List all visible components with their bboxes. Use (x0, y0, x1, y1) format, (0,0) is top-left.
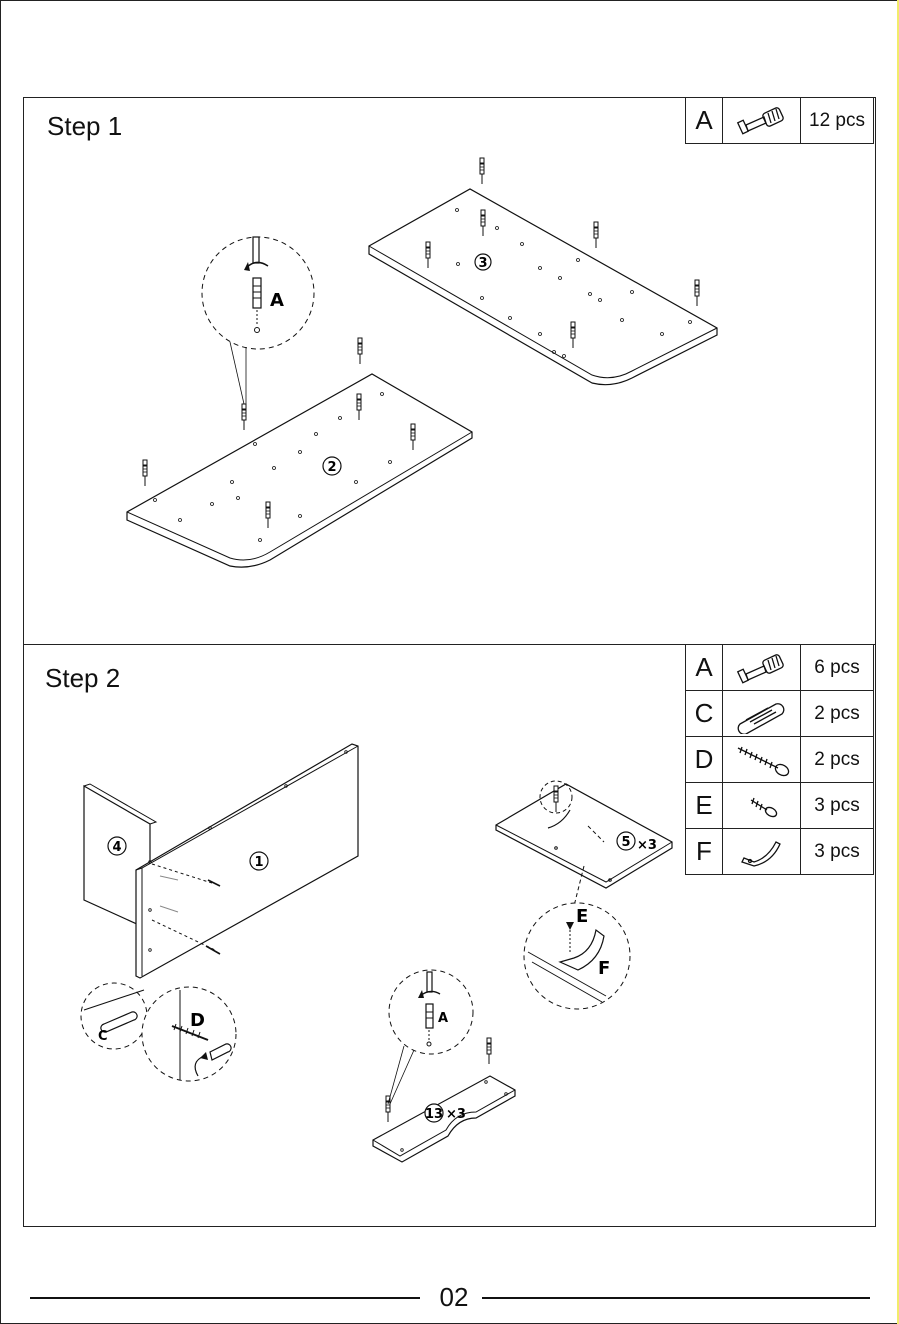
panel-2-label: 2 (327, 460, 336, 475)
panel-4-label: 4 (112, 840, 121, 855)
callout-letter-c: C (98, 1029, 108, 1044)
bracket-callout: E F (524, 903, 630, 1009)
step1-bolt-callout: A (202, 237, 314, 404)
callout-letter-a: A (270, 290, 284, 311)
callout-letter-d: D (190, 1010, 205, 1031)
shelf-5-drawing: 5 ×3 (496, 781, 672, 906)
footer-rule-right (482, 1297, 870, 1299)
page-number: 02 (428, 1282, 480, 1313)
base-13-label: 13 (425, 1107, 443, 1122)
panel-1-label: 1 (254, 855, 263, 870)
panel-3-label: 3 (478, 256, 487, 271)
base-13-drawing: 13 ×3 (373, 1038, 515, 1162)
shelf-5-multiplier: ×3 (637, 838, 657, 853)
footer-rule-left (30, 1297, 420, 1299)
screw-callout: D (142, 987, 236, 1081)
base-13-multiplier: ×3 (446, 1107, 466, 1122)
callout-letter-f: F (598, 958, 610, 979)
step2-bolt-callout: A (388, 970, 473, 1104)
callout-letter-e: E (576, 906, 588, 927)
shelf-5-label: 5 (621, 835, 630, 850)
panel-2-drawing: 2 (127, 338, 472, 567)
panel-1-drawing: 1 (136, 744, 358, 978)
dowel-callout: C (81, 983, 147, 1049)
callout-letter-a: A (438, 1011, 448, 1026)
panel-3-drawing: 3 (369, 158, 717, 385)
